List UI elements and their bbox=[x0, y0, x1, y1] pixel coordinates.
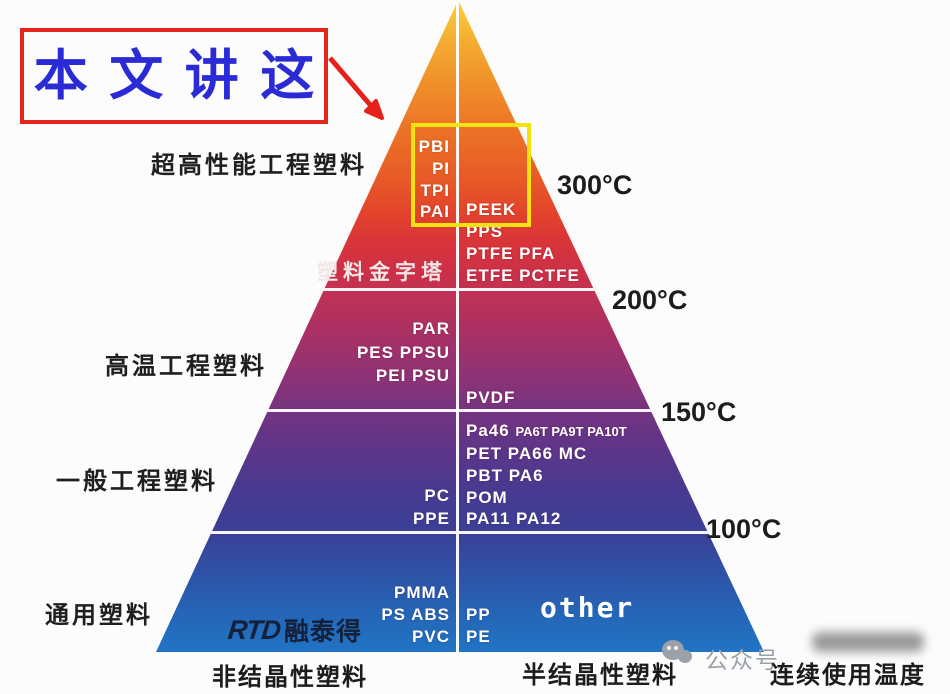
material-pes-ppsu: PES PPSU bbox=[356, 343, 450, 362]
temp-100c: 100°C bbox=[706, 514, 782, 544]
highlight-box bbox=[411, 123, 531, 227]
red-arrow bbox=[328, 56, 384, 120]
blurred-watermark bbox=[812, 632, 924, 652]
watermark-source: 公众号 bbox=[705, 647, 780, 673]
category-high-temp-engineering: 高温工程塑料 bbox=[105, 353, 267, 380]
pyramid-divider-100c bbox=[156, 531, 764, 534]
material-pet-pa66-mc: PET PA66 MC bbox=[466, 444, 588, 463]
material-pe: PE bbox=[466, 627, 491, 646]
material-ppe: PPE bbox=[412, 509, 450, 528]
material-pa46-row: Pa46 PA6T PA9T PA10T bbox=[466, 421, 627, 441]
material-ps-abs: PS ABS bbox=[381, 605, 450, 624]
material-pa6t-pa9t-pa10t: PA6T PA9T PA10T bbox=[515, 424, 627, 439]
material-par: PAR bbox=[412, 319, 450, 338]
material-pvc: PVC bbox=[412, 627, 450, 646]
rtd-logo-mark: RTD bbox=[226, 614, 282, 645]
pyramid-divider-200c bbox=[156, 288, 764, 291]
material-pmma: PMMA bbox=[394, 583, 450, 602]
material-pp: PP bbox=[466, 605, 491, 624]
material-pei-psu: PEI PSU bbox=[375, 366, 450, 385]
material-pc: PC bbox=[424, 486, 450, 505]
material-pa11-pa12: PA11 PA12 bbox=[466, 509, 562, 528]
material-tpi: TPI bbox=[420, 181, 450, 200]
category-ultra-high-performance: 超高性能工程塑料 bbox=[151, 152, 367, 179]
material-pbt-pa6: PBT PA6 bbox=[466, 466, 544, 485]
category-commodity: 通用塑料 bbox=[45, 602, 153, 629]
material-etfe-pctfe: ETFE PCTFE bbox=[466, 266, 580, 285]
rtd-logo-name: 融泰得 bbox=[284, 618, 363, 646]
temp-200c: 200°C bbox=[612, 285, 688, 315]
wechat-icon bbox=[662, 640, 696, 668]
material-peek: PEEK bbox=[466, 200, 517, 219]
column-label-semi-crystalline: 半结晶性塑料 bbox=[522, 662, 678, 689]
temp-300c: 300°C bbox=[557, 170, 633, 200]
axis-label-continuous-use-temperature: 连续使用温度 bbox=[770, 662, 926, 689]
rtd-logo: RTD 融泰得 bbox=[226, 612, 363, 648]
pyramid-center-divider bbox=[456, 0, 459, 652]
material-pai: PAI bbox=[419, 202, 450, 221]
material-ptfe-pfa: PTFE PFA bbox=[466, 244, 556, 263]
material-pa46: Pa46 bbox=[466, 421, 510, 440]
material-other: other bbox=[540, 591, 635, 624]
category-general-engineering: 一般工程塑料 bbox=[56, 468, 218, 495]
material-pom: POM bbox=[466, 488, 508, 507]
material-pbi: PBI bbox=[418, 137, 450, 156]
column-label-amorphous: 非结晶性塑料 bbox=[212, 664, 368, 691]
callout-text: 本 文 讲 这 bbox=[33, 46, 315, 106]
temp-150c: 150°C bbox=[661, 397, 737, 427]
pyramid-divider-150c bbox=[156, 409, 764, 412]
material-pi: PI bbox=[431, 159, 450, 178]
material-pvdf: PVDF bbox=[466, 388, 516, 407]
pyramid-title: 塑料金字塔 bbox=[317, 260, 447, 284]
callout-box: 本 文 讲 这 bbox=[20, 28, 328, 124]
